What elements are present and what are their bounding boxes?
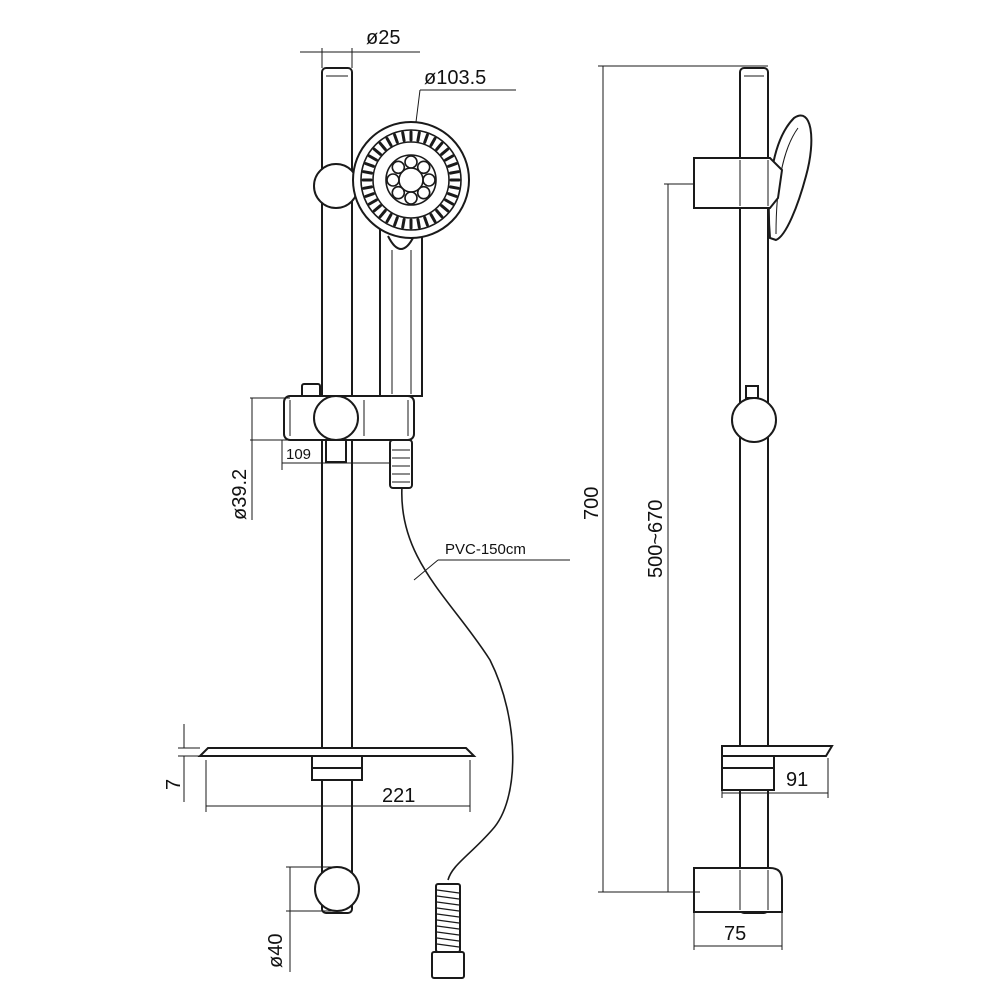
label-holder-width: 109 <box>286 446 311 463</box>
side-knob <box>731 397 777 443</box>
dim-adjust-range: 500~670 <box>645 183 694 892</box>
nozzle-slot <box>367 198 378 206</box>
inner-nozzle <box>416 160 431 175</box>
nozzle-slot <box>372 204 382 213</box>
hose-coil <box>436 907 460 912</box>
nozzle-slot <box>448 185 460 190</box>
hose-connector <box>389 439 413 489</box>
dim-dish-thickness: 7 <box>163 724 200 802</box>
nozzle-slot <box>435 141 444 151</box>
hose-coil <box>436 919 460 924</box>
nozzle-slot <box>447 192 458 198</box>
nozzle-slot <box>378 209 387 219</box>
nozzle-slot <box>385 213 393 224</box>
hose-coil <box>436 913 460 918</box>
inner-nozzle <box>404 155 418 169</box>
nozzle-slot <box>362 170 374 175</box>
hose-coil <box>436 943 460 948</box>
inner-nozzle <box>391 160 406 175</box>
lower-bracket <box>314 866 360 912</box>
dim-dish-width: 221 <box>205 760 471 812</box>
nozzle-slot <box>378 141 387 151</box>
nozzle-slot <box>393 216 399 227</box>
nozzle-slot <box>416 131 421 143</box>
dim-dish-depth: 91 <box>721 758 829 798</box>
nozzle-slot <box>362 185 374 190</box>
upper-rail-knob <box>313 163 359 209</box>
slider-holder <box>283 383 415 489</box>
label-dish-thickness: 7 <box>163 779 185 790</box>
label-bracket-diameter: ø40 <box>265 934 287 968</box>
label-holder-diameter: ø39.2 <box>229 469 251 520</box>
dim-total-height: 700 <box>581 65 768 893</box>
hose-coil <box>436 931 460 936</box>
nozzle-slot <box>393 133 399 144</box>
label-total-height: 700 <box>581 487 603 520</box>
nozzle-slot <box>364 192 375 198</box>
side-soap-dish <box>721 745 834 791</box>
label-dish-depth: 91 <box>786 769 808 791</box>
nozzle-slot <box>372 147 382 156</box>
nozzle-slot <box>429 136 437 147</box>
shower-head <box>352 121 470 239</box>
label-adjust-range: 500~670 <box>645 500 667 578</box>
side-head-holder <box>693 157 784 209</box>
nozzle-slot <box>429 213 437 224</box>
side-bottom-bracket <box>693 867 783 913</box>
nozzle-slot <box>385 136 393 147</box>
label-dish-width: 221 <box>382 785 415 807</box>
nozzle-slot <box>444 198 455 206</box>
dim-hose: PVC-150cm <box>413 541 570 581</box>
nozzle-slot <box>447 162 458 168</box>
nozzle-slot <box>423 133 429 144</box>
label-hose: PVC-150cm <box>445 541 526 558</box>
nozzle-slot <box>444 154 455 162</box>
dim-rail-diameter: ø25 <box>300 27 420 68</box>
slide-rail <box>321 67 353 914</box>
dim-holder: 109 ø39.2 <box>229 397 390 520</box>
hose <box>401 485 514 881</box>
inner-nozzle <box>422 173 436 187</box>
label-head-diameter: ø103.5 <box>424 67 486 89</box>
dim-bracket-diameter: ø40 <box>265 866 336 972</box>
hose-end-fitting <box>431 883 465 979</box>
inner-nozzle <box>416 185 431 200</box>
nozzle-slot <box>423 216 429 227</box>
nozzle-slot <box>364 162 375 168</box>
label-bracket-depth: 75 <box>724 923 746 945</box>
inner-nozzle <box>391 185 406 200</box>
nozzle-slot <box>416 217 421 229</box>
side-view: 700 500~670 91 75 <box>581 65 834 950</box>
hose-coil <box>436 925 460 930</box>
dim-head-diameter: ø103.5 <box>415 67 516 123</box>
hose-coil <box>436 889 460 894</box>
nozzle-slot <box>367 154 378 162</box>
nozzle-slot <box>440 204 450 213</box>
dim-bracket-depth: 75 <box>693 912 783 950</box>
inner-nozzle <box>404 191 418 205</box>
soap-dish <box>197 747 477 781</box>
front-view: ø25 ø103.5 109 ø39.2 PVC-150cm <box>163 27 570 979</box>
label-rail-diameter: ø25 <box>366 27 400 49</box>
nozzle-slot <box>435 209 444 219</box>
hose-coil <box>436 901 460 906</box>
nozzle-slot <box>401 131 406 143</box>
nozzle-slot <box>440 147 450 156</box>
inner-nozzle <box>386 173 400 187</box>
hand-shower-handle <box>379 229 423 397</box>
hose-coil <box>436 895 460 900</box>
nozzle-slot <box>401 217 406 229</box>
nozzle-slot <box>448 170 460 175</box>
hose-coil <box>436 937 460 942</box>
